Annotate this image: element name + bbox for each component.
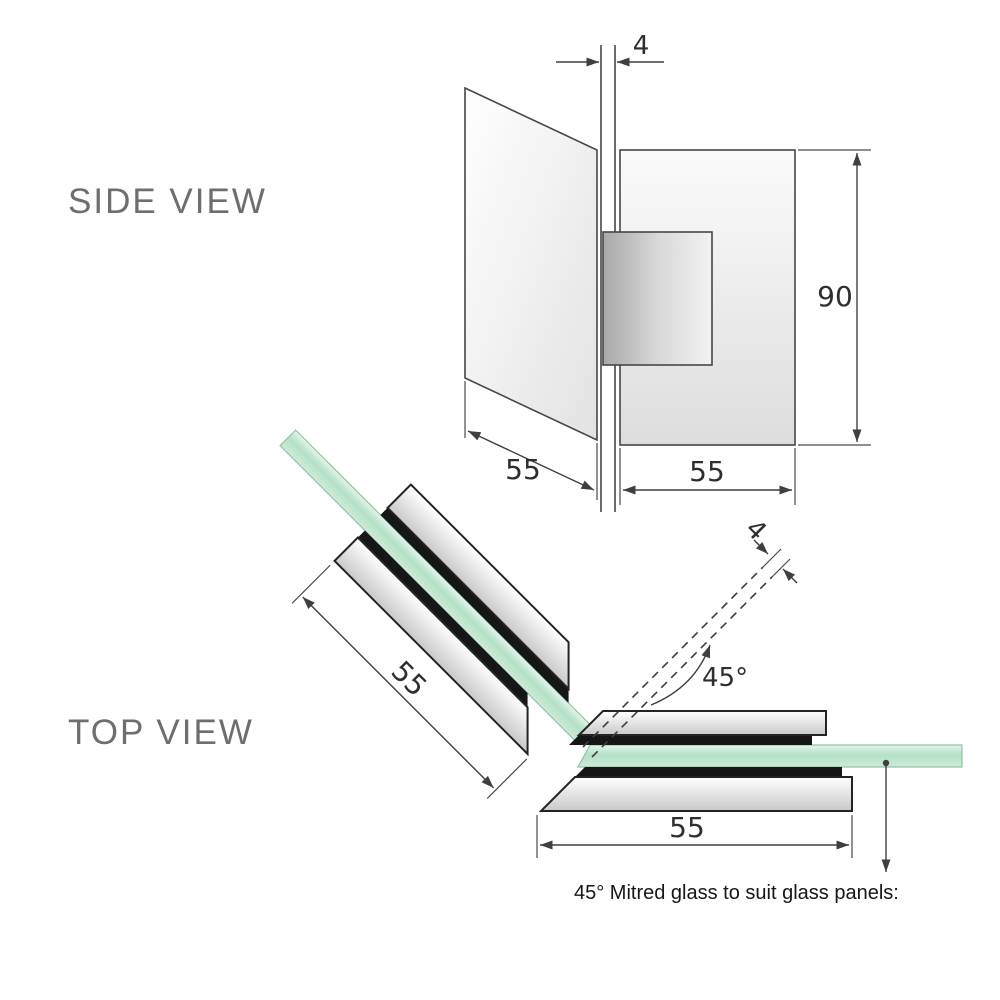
top-view: TOP VIEW 55 4 (68, 429, 963, 904)
horizontal-upper-gasket (569, 735, 812, 745)
dim-panel-line (467, 430, 595, 491)
top-view-label: TOP VIEW (68, 713, 254, 752)
side-view: SIDE VIEW 4 90 55 55 (68, 31, 871, 512)
dim-plate-height: 90 (817, 280, 853, 313)
horizontal-upper-plate (576, 710, 827, 736)
angle-arc (650, 644, 711, 706)
dim-gap-arrow-upper (753, 539, 769, 555)
dim-diagonal-line (302, 596, 495, 789)
side-view-label: SIDE VIEW (68, 182, 267, 221)
dim-panel-width: 55 (505, 453, 541, 486)
diagonal-assembly: 55 (279, 429, 594, 799)
glass-panel-side (464, 86, 598, 442)
dim-bottom-length: 55 (669, 811, 705, 844)
horizontal-glass (576, 744, 963, 768)
dim-mitre-gap: 4 (739, 514, 772, 547)
leader-dot (882, 759, 890, 767)
horizontal-lower-plate (538, 776, 853, 812)
horizontal-assembly (538, 710, 963, 812)
mitre-dashed-line-2 (591, 576, 773, 758)
dim-diagonal-ext-right (486, 758, 528, 799)
mitre-ext-2 (771, 558, 791, 578)
dim-diagonal-length: 55 (385, 654, 434, 703)
dim-plate-width: 55 (689, 455, 725, 488)
dim-gap-arrow-lower (782, 568, 798, 584)
dim-angle: 45° (702, 663, 748, 693)
dim-diagonal-ext-left (291, 564, 331, 604)
mitre-dashed-line-1 (582, 566, 764, 748)
caption-text: 45° Mitred glass to suit glass panels: (574, 882, 899, 904)
diagonal-glass (279, 429, 594, 744)
dim-glass-thickness: 4 (633, 31, 650, 61)
horizontal-lower-gasket (575, 767, 842, 777)
hinge-knuckle (602, 231, 713, 366)
mitre-ext-1 (762, 548, 782, 568)
diagonal-upper-plate (386, 483, 570, 692)
